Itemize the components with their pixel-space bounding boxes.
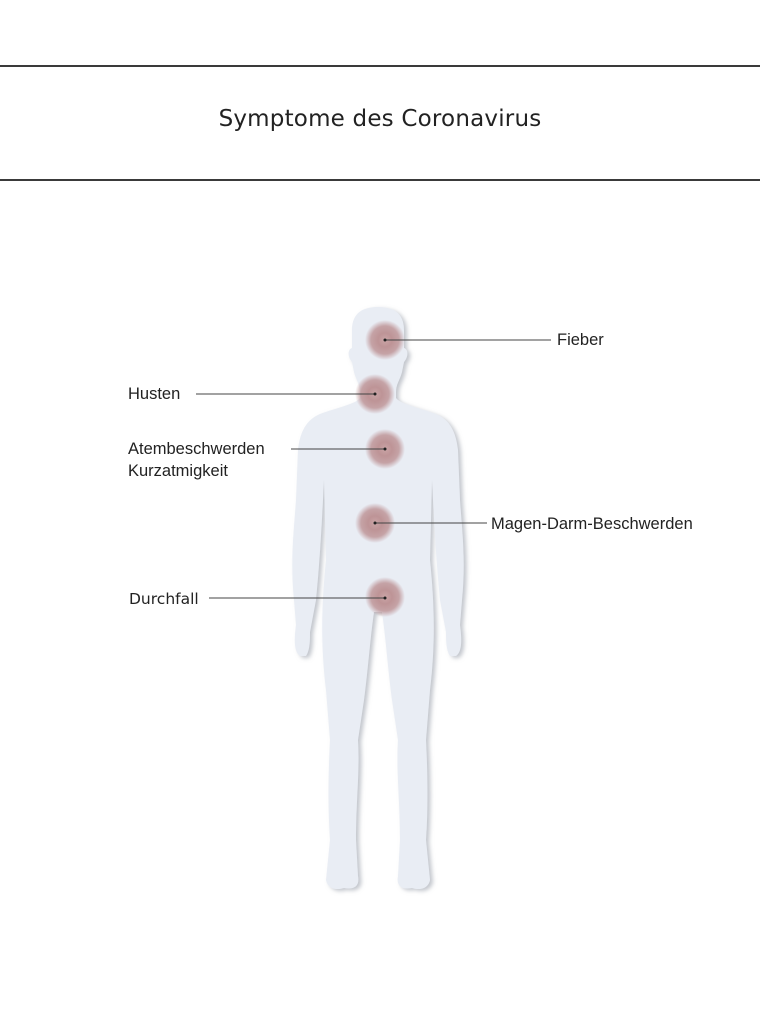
label-fieber: Fieber bbox=[557, 331, 604, 349]
label-magen-darm: Magen-Darm-Beschwerden bbox=[491, 515, 693, 533]
leader-dots bbox=[373, 338, 387, 600]
page-title: Symptome des Coronavirus bbox=[218, 106, 542, 132]
label-atembeschwerden: Atembeschwerden bbox=[128, 440, 265, 458]
leader-lines bbox=[196, 339, 551, 599]
label-durchfall: Durchfall bbox=[129, 590, 199, 608]
bottom-rule bbox=[0, 179, 760, 181]
top-rule bbox=[0, 65, 760, 67]
label-kurzatmigkeit: Kurzatmigkeit bbox=[128, 462, 228, 480]
label-husten: Husten bbox=[128, 385, 181, 403]
